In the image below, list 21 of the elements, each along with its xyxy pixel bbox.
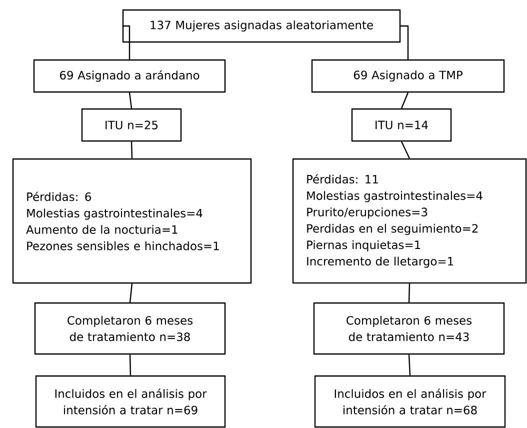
analysis-box: Incluidos en el análisis por intensión a tratar n=68 (314, 375, 506, 428)
outcome-box: ITU n=25 (81, 108, 182, 142)
analysis-box: Incluidos en el análisis por intensión a tratar n=69 (35, 375, 226, 428)
connector-line (129, 284, 133, 302)
outcome-box: ITU n=14 (351, 108, 452, 142)
connector-line (130, 142, 133, 158)
group-box: 69 Asignado a arándano (33, 59, 226, 93)
group-box: 69 Asignado a TMP (311, 59, 505, 93)
connector-line (408, 284, 410, 302)
connector-line (408, 354, 411, 376)
connector-line (400, 141, 410, 159)
connector-line (400, 25, 409, 60)
connector-line (128, 92, 132, 108)
losses-box: Pérdidas: 6 Molestias gastrointestinales=4 Aumento de la nocturia=1 Pezones sensibles e hinchados=1 (12, 158, 252, 284)
completion-box: Completaron 6 meses de tratamiento n=38 (34, 302, 226, 355)
connector-line (129, 354, 132, 376)
title-box: 137 Mujeres asignadas aleatoriamente (122, 9, 401, 43)
completion-box: Completaron 6 meses de tratamiento n=43 (313, 302, 505, 355)
losses-box: Pérdidas: 11 Molestias gastrointestinales=4 Prurito/erupciones=3 Perdidas en el seguimiento=2 Piernas inquietas=1 Incremento de lletargo=1 (292, 158, 527, 284)
connector-line (400, 92, 409, 109)
connector-line (122, 25, 130, 60)
